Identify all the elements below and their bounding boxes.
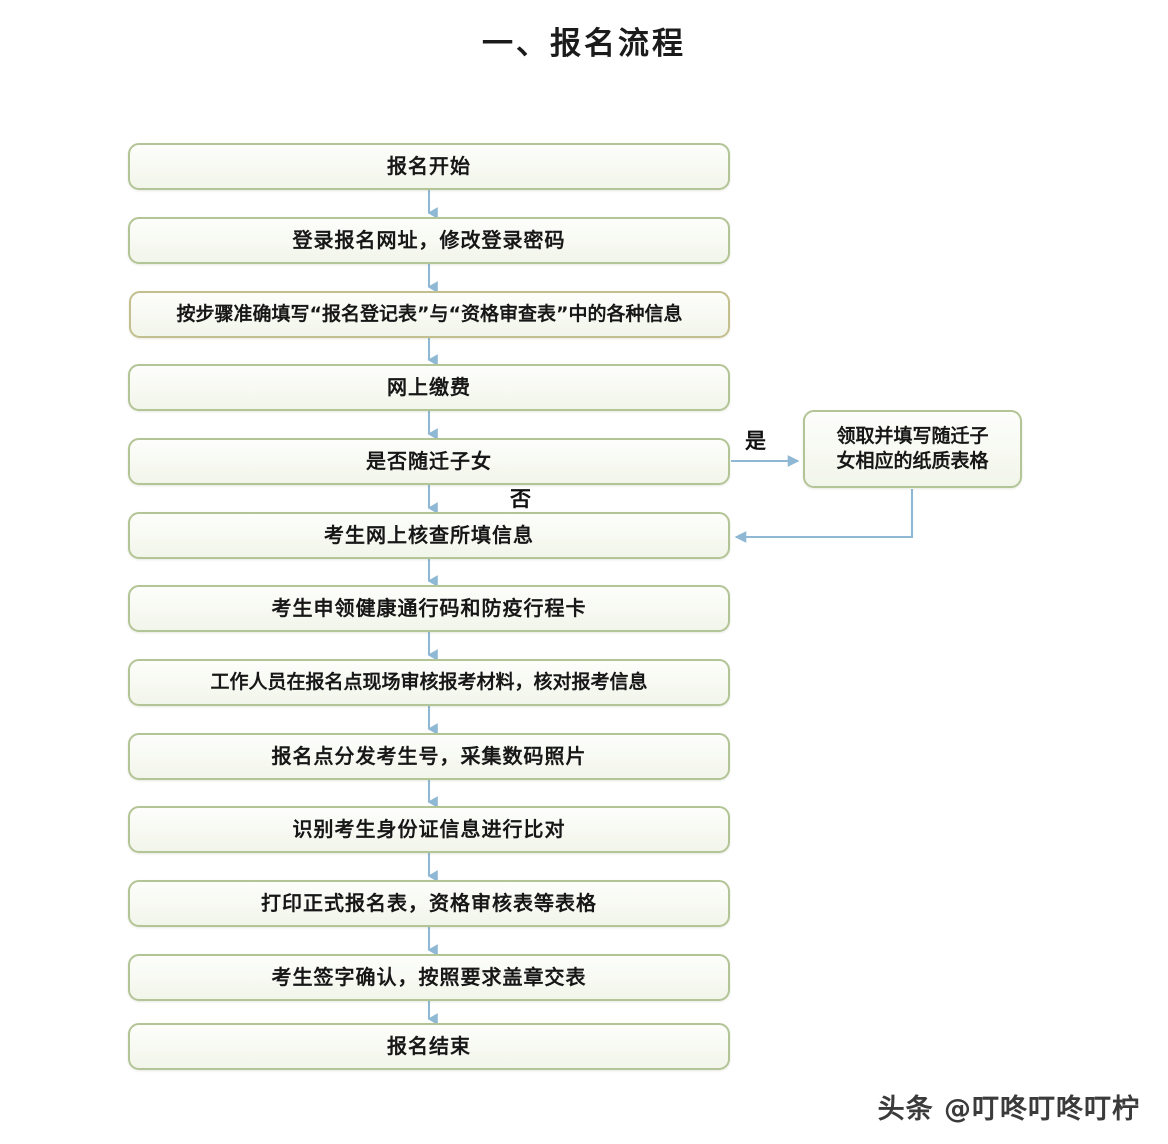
flow-node-label: 登录报名网址，修改登录密码: [292, 228, 566, 252]
flow-node-label: 考生网上核查所填信息: [324, 523, 534, 547]
flow-node-health-code[interactable]: 考生申领健康通行码和防疫行程卡: [128, 585, 730, 632]
flow-node-print-forms[interactable]: 打印正式报名表，资格审核表等表格: [128, 880, 730, 927]
branch-label-no: 否: [510, 487, 531, 511]
flow-node-registration-start[interactable]: 报名开始: [128, 143, 730, 190]
flow-node-verify-online-info[interactable]: 考生网上核查所填信息: [128, 512, 730, 559]
flow-node-label: 网上缴费: [387, 375, 471, 399]
flow-node-id-verification[interactable]: 识别考生身份证信息进行比对: [128, 806, 730, 853]
flow-node-sign-and-submit[interactable]: 考生签字确认，按照要求盖章交表: [128, 954, 730, 1001]
flow-node-fill-forms[interactable]: 按步骤准确填写“报名登记表”与“资格审查表”中的各种信息: [129, 291, 730, 338]
flow-node-label: 报名开始: [387, 154, 471, 178]
flow-node-login-change-password[interactable]: 登录报名网址，修改登录密码: [128, 217, 730, 264]
flow-node-staff-onsite-review[interactable]: 工作人员在报名点现场审核报考材料，核对报考信息: [128, 659, 730, 706]
flow-node-paper-forms-migrant-children[interactable]: 领取并填写随迁子 女相应的纸质表格: [803, 410, 1022, 488]
flow-node-registration-end[interactable]: 报名结束: [128, 1023, 730, 1070]
flow-node-label: 考生申领健康通行码和防疫行程卡: [271, 596, 587, 620]
branch-label-yes: 是: [745, 429, 766, 453]
flow-node-label: 报名点分发考生号，采集数码照片: [271, 744, 587, 768]
connector-s1-n6-return: [734, 489, 914, 543]
flow-node-label: 报名结束: [387, 1034, 471, 1058]
flow-node-assign-exam-number[interactable]: 报名点分发考生号，采集数码照片: [128, 733, 730, 780]
watermark: 头条 @叮咚叮咚叮柠: [877, 1094, 1140, 1125]
flow-node-online-payment[interactable]: 网上缴费: [128, 364, 730, 411]
flow-node-label: 识别考生身份证信息进行比对: [292, 817, 566, 841]
page-title: 一、报名流程: [482, 26, 686, 62]
flow-node-label: 领取并填写随迁子 女相应的纸质表格: [836, 425, 989, 472]
flow-node-label: 按步骤准确填写“报名登记表”与“资格审查表”中的各种信息: [176, 302, 683, 325]
flow-node-label: 工作人员在报名点现场审核报考材料，核对报考信息: [210, 670, 648, 693]
flow-node-decision-migrant-children[interactable]: 是否随迁子女: [128, 438, 730, 485]
flow-node-label: 考生签字确认，按照要求盖章交表: [271, 965, 587, 989]
flow-node-label: 是否随迁子女: [366, 449, 492, 473]
flow-node-label: 打印正式报名表，资格审核表等表格: [261, 891, 597, 915]
